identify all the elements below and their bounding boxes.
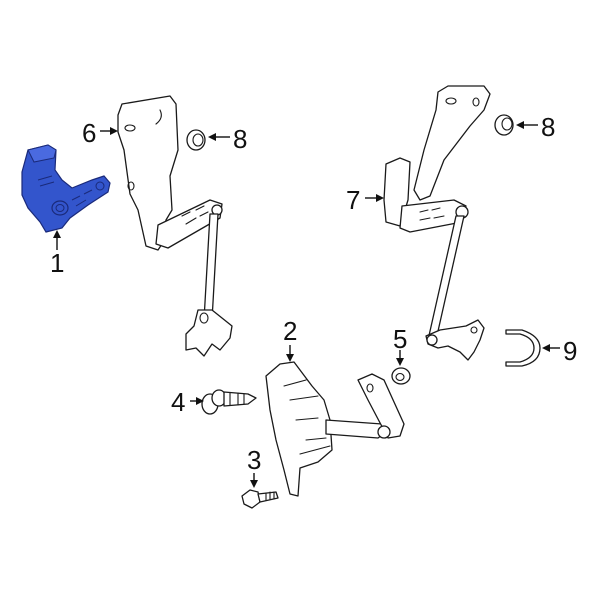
callout-1[interactable]: 1 <box>50 248 65 278</box>
part-4-push-clip[interactable] <box>201 389 257 415</box>
callout-6[interactable]: 6 <box>82 118 97 148</box>
part-8-nut-left[interactable] <box>186 129 206 151</box>
part-6-bracket-assembly[interactable] <box>117 95 233 357</box>
callout-8-right[interactable]: 8 <box>541 112 556 142</box>
callout-2[interactable]: 2 <box>283 316 298 346</box>
callout-7[interactable]: 7 <box>346 185 361 215</box>
callout-3[interactable]: 3 <box>247 445 262 475</box>
leader-arrows <box>53 121 560 488</box>
part-8-nut-right[interactable] <box>494 114 514 136</box>
callout-8-left[interactable]: 8 <box>233 124 248 154</box>
callout-9[interactable]: 9 <box>563 336 578 366</box>
callout-4[interactable]: 4 <box>171 387 186 417</box>
part-7-sensor-assembly[interactable] <box>383 85 491 361</box>
part-3-bolt[interactable] <box>241 489 279 509</box>
part-1-height-sensor[interactable] <box>21 144 111 233</box>
callout-5[interactable]: 5 <box>393 324 408 354</box>
part-9-u-clip[interactable] <box>505 329 541 367</box>
part-2-actuator[interactable] <box>265 361 405 497</box>
part-5-nut[interactable] <box>391 367 411 385</box>
